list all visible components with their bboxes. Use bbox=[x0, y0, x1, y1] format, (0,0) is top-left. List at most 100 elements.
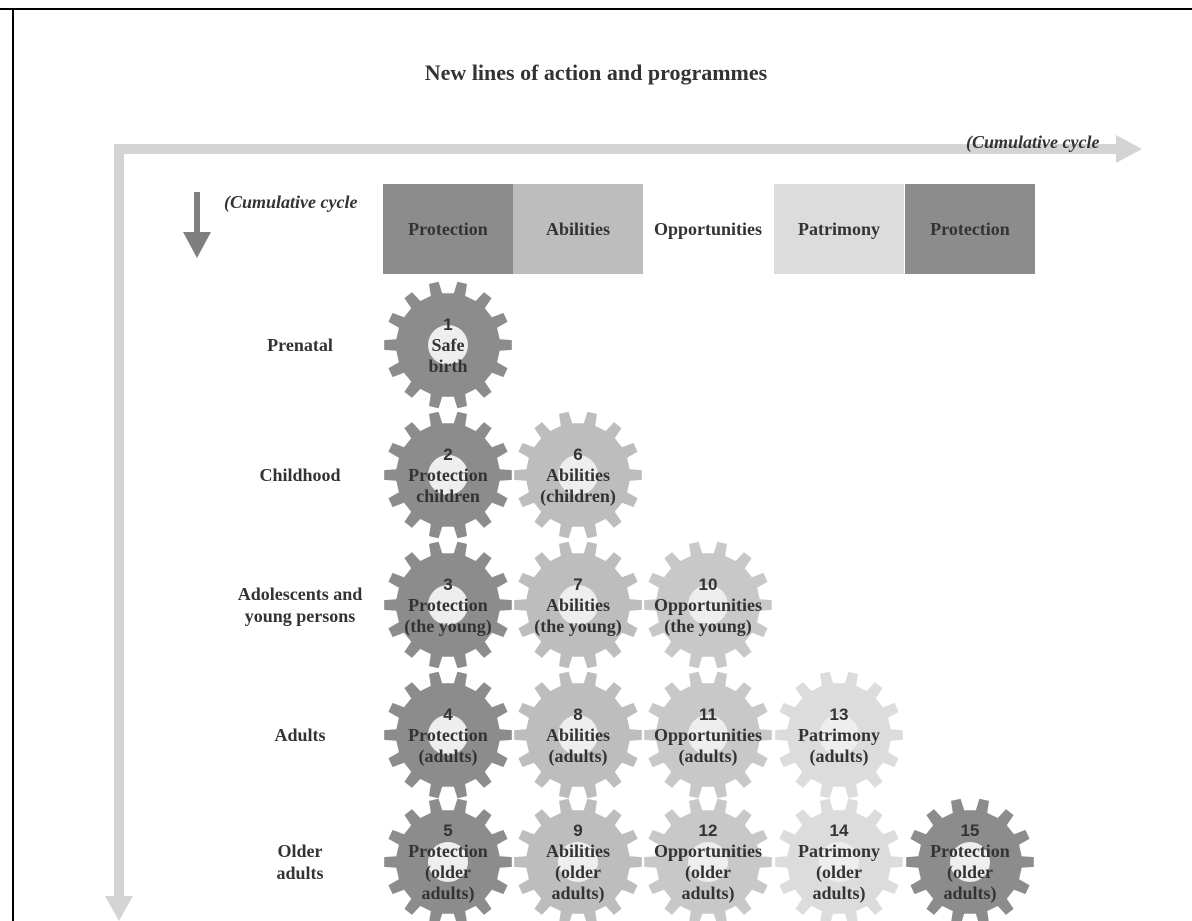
gear-text-line: birth bbox=[428, 355, 468, 376]
stage-label-line: Adolescents and bbox=[237, 584, 363, 604]
gear-number: 13 bbox=[829, 704, 849, 724]
cumulative-cycle-vertical-label: (Cumulative cycle bbox=[224, 192, 358, 212]
gear-text-line: Patrimony bbox=[798, 841, 880, 861]
gear-icon bbox=[775, 798, 903, 921]
gear-text-line: Protection bbox=[408, 724, 488, 745]
gear-icon bbox=[514, 671, 642, 799]
gear-icon bbox=[775, 671, 903, 799]
stage-label-line: adults bbox=[276, 863, 324, 883]
gear-text-line: Opportunities bbox=[653, 594, 763, 615]
gear-text-line: Protection bbox=[930, 841, 1010, 861]
gear-text-line: Safe bbox=[431, 334, 465, 355]
stage-label-line: Older bbox=[277, 841, 323, 861]
horizontal-axis-arrow bbox=[116, 144, 1116, 154]
gear-number: 7 bbox=[573, 574, 583, 594]
gear-text-line: Abilities bbox=[545, 841, 610, 861]
gear-hub bbox=[819, 842, 859, 882]
down-arrow-icon-shaft bbox=[194, 192, 200, 234]
header-cell-5: Protection bbox=[905, 184, 1035, 274]
gear-number: 1 bbox=[443, 314, 453, 334]
gear-icon bbox=[514, 411, 642, 539]
stage-label: Adults bbox=[200, 724, 400, 746]
stage-label-line: Adults bbox=[274, 725, 326, 745]
header-cell-1: Protection bbox=[383, 184, 513, 274]
gear-number: 8 bbox=[573, 704, 583, 724]
gear-number: 3 bbox=[443, 574, 453, 594]
gear-text-line: Opportunities bbox=[653, 841, 763, 861]
gear-text-line: adults) bbox=[551, 883, 605, 903]
gear-hub bbox=[428, 325, 468, 365]
gear-number: 15 bbox=[960, 821, 980, 840]
gear-hub bbox=[558, 715, 598, 755]
gear-hub bbox=[428, 715, 468, 755]
gear-number: 5 bbox=[443, 821, 453, 840]
frame-top-border bbox=[0, 8, 1192, 10]
gear-icon bbox=[514, 798, 642, 921]
gear-text-line: (children) bbox=[540, 485, 616, 506]
gear-hub bbox=[950, 842, 990, 882]
gear-hub bbox=[688, 842, 728, 882]
horizontal-axis-arrowhead bbox=[1116, 135, 1142, 163]
gear-text-line: Patrimony bbox=[798, 724, 880, 745]
stage-label: Prenatal bbox=[200, 334, 400, 356]
gear-text-line: (older bbox=[685, 862, 731, 882]
header-cell-4: Patrimony bbox=[774, 184, 904, 274]
stage-label-line: Childhood bbox=[259, 465, 341, 485]
gear-text-line: (older bbox=[425, 862, 471, 882]
gear-text-line: Protection bbox=[408, 594, 488, 615]
gear-text-line: adults) bbox=[943, 883, 997, 903]
gear-text-line: (the young) bbox=[534, 615, 622, 636]
gear-text-line: Abilities bbox=[545, 464, 610, 485]
gear-text-line: Protection bbox=[408, 841, 488, 861]
stage-label-line: young persons bbox=[244, 606, 356, 626]
gear-text-line: adults) bbox=[421, 883, 475, 903]
gear-text-line: (adults) bbox=[418, 745, 478, 766]
gear-hub bbox=[819, 715, 859, 755]
vertical-axis-arrowhead bbox=[105, 896, 133, 921]
vertical-axis-arrow bbox=[114, 144, 124, 896]
gear-number: 9 bbox=[573, 821, 583, 840]
gear-text-line: Opportunities bbox=[653, 724, 763, 745]
diagram-title: New lines of action and programmes bbox=[424, 60, 768, 85]
gear-icon bbox=[384, 411, 512, 539]
gear-text-line: Protection bbox=[408, 464, 488, 485]
gear-text-line: Abilities bbox=[545, 724, 610, 745]
gear-icon bbox=[384, 541, 512, 669]
gear-hub bbox=[558, 455, 598, 495]
gear-icon bbox=[644, 798, 772, 921]
gear-icon bbox=[906, 798, 1034, 921]
gear-text-line: (adults) bbox=[548, 745, 608, 766]
gear-text-line: (older bbox=[816, 862, 862, 882]
gear-number: 4 bbox=[443, 704, 453, 724]
gear-icon bbox=[384, 798, 512, 921]
gear-hub bbox=[688, 585, 728, 625]
gear-hub bbox=[558, 585, 598, 625]
cumulative-cycle-horizontal-label: (Cumulative cycle bbox=[966, 132, 1100, 152]
stage-label: Childhood bbox=[200, 464, 400, 486]
gear-hub bbox=[428, 455, 468, 495]
stage-label-line: Prenatal bbox=[267, 335, 333, 355]
gear-text-line: (adults) bbox=[678, 745, 738, 766]
gear-text-line: (the young) bbox=[664, 615, 752, 636]
